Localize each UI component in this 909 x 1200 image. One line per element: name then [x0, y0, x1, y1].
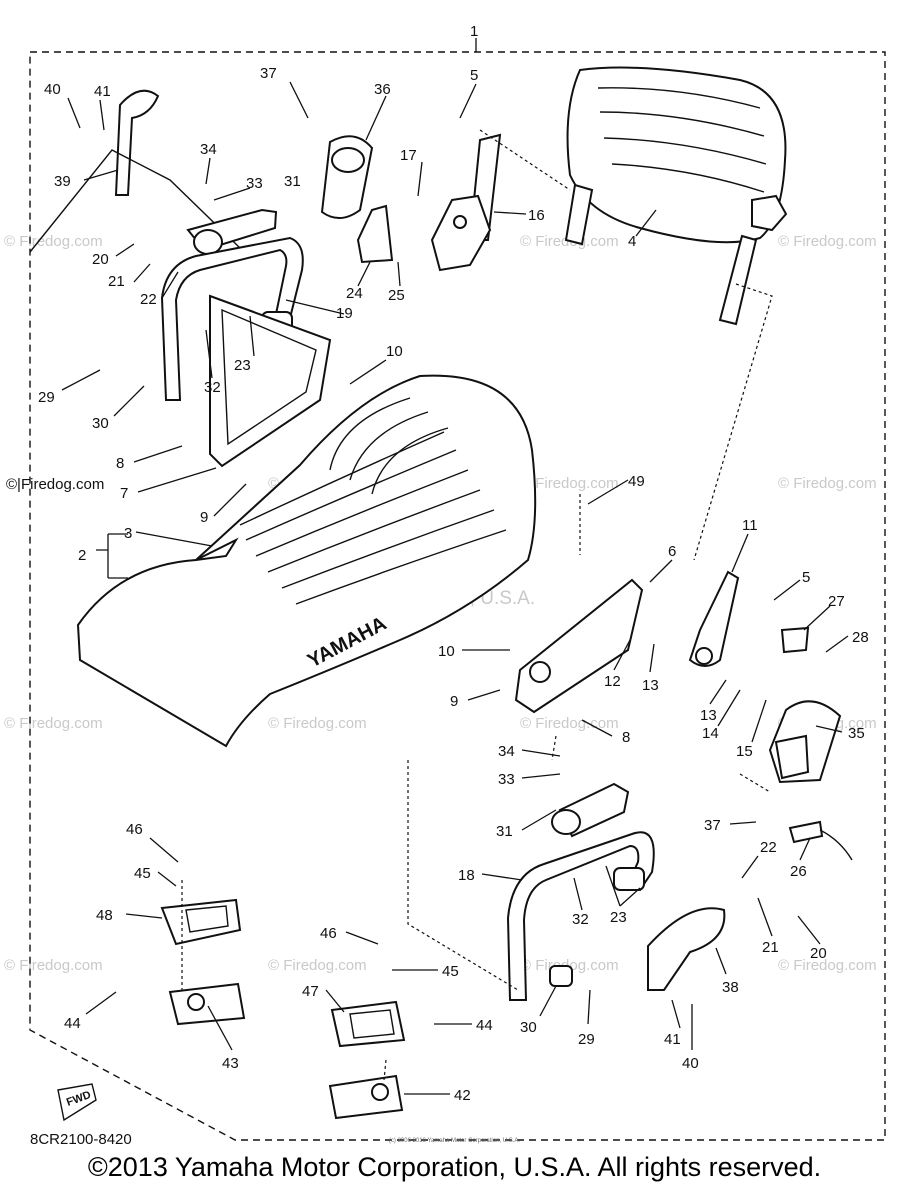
callout: 10: [438, 643, 455, 660]
callout: 15: [736, 743, 753, 760]
callout: 31: [284, 173, 301, 190]
callout: 41: [664, 1031, 681, 1048]
callout: 38: [722, 979, 739, 996]
watermark: © Firedog.com: [778, 233, 877, 250]
seat: YAMAHA: [76, 374, 537, 748]
callout: 34: [498, 743, 515, 760]
callout: 32: [572, 911, 589, 928]
callout: 26: [790, 863, 807, 880]
watermark: © Firedog.com: [520, 715, 619, 732]
connection-leaders: [181, 129, 773, 1081]
callout: 29: [578, 1031, 595, 1048]
callout: 35: [848, 725, 865, 742]
assembly-boundary: [29, 51, 886, 1141]
callout: 8: [116, 455, 124, 472]
callout: 13: [700, 707, 717, 724]
callout: 29: [38, 389, 55, 406]
watermark: © Firedog.com: [268, 715, 367, 732]
callout: 21: [762, 939, 779, 956]
callout: 10: [386, 343, 403, 360]
callout: 16: [528, 207, 545, 224]
callout: 37: [704, 817, 721, 834]
callout: 30: [92, 415, 109, 432]
watermark: © Firedog.com: [4, 715, 103, 732]
callout: 41: [94, 83, 111, 100]
callout: 24: [346, 285, 363, 302]
grip-assembly: [768, 626, 853, 861]
callout-1: 1: [470, 23, 478, 40]
callout: 18: [458, 867, 475, 884]
callout: 22: [140, 291, 157, 308]
callout: 46: [126, 821, 143, 838]
watermark: © Firedog.com: [520, 475, 619, 492]
callout-leaders: [61, 81, 849, 1095]
callout: 43: [222, 1055, 239, 1072]
callout: 3: [124, 525, 132, 542]
callout: 9: [200, 509, 208, 526]
callout: 34: [200, 141, 217, 158]
callout: 8: [622, 729, 630, 746]
callout: 19: [336, 305, 353, 322]
callout: 45: [442, 963, 459, 980]
side-bracket: [514, 570, 740, 714]
callout: 9: [450, 693, 458, 710]
callout: 23: [234, 357, 251, 374]
callout: 17: [400, 147, 417, 164]
callout: 5: [470, 67, 478, 84]
callout: 11: [742, 517, 758, 534]
watermark: © Firedog.com: [778, 957, 877, 974]
copyright-notice: ©2013 Yamaha Motor Corporation, U.S.A. A…: [87, 1152, 822, 1182]
callout: 13: [642, 677, 659, 694]
callout: 45: [134, 865, 151, 882]
callout: 2: [78, 547, 86, 564]
callout: 48: [96, 907, 113, 924]
callout: 39: [54, 173, 71, 190]
watermark: © Firedog.com: [778, 475, 877, 492]
callout: 44: [476, 1017, 493, 1034]
grab-rail-upper: [160, 208, 332, 468]
callout: 22: [760, 839, 777, 856]
fine-print: (c) 2006 2016 Yamaha Motor Corporation, …: [388, 1138, 521, 1144]
grab-rail-lower: [506, 782, 726, 1001]
callout: 49: [628, 473, 645, 490]
callout: 23: [610, 909, 627, 926]
callout: 7: [120, 485, 128, 502]
callout: 32: [204, 379, 221, 396]
callout: 4: [628, 233, 636, 250]
callout: 28: [852, 629, 869, 646]
watermark: ©|Firedog.com: [6, 476, 104, 493]
fwd-label: FWD: [65, 1089, 93, 1109]
callout: 46: [320, 925, 337, 942]
bracket-39: [29, 89, 241, 253]
callout: 20: [92, 251, 109, 268]
callout: 21: [108, 273, 125, 290]
callout: 12: [604, 673, 621, 690]
callout: 25: [388, 287, 405, 304]
callout: 33: [498, 771, 515, 788]
watermark: © Firedog.com: [4, 957, 103, 974]
callout: 5: [802, 569, 810, 586]
callout: 37: [260, 65, 277, 82]
callout: 31: [496, 823, 513, 840]
backrest-brackets: [320, 133, 502, 272]
callout-labels: 1 40 41 39 37 36 5 34 33 31 17 16 4 20 2…: [38, 23, 869, 1104]
watermark: © Firedog.com: [4, 233, 103, 250]
latch-covers: FWD: [57, 898, 406, 1122]
callout: 6: [668, 543, 676, 560]
callout: 36: [374, 81, 391, 98]
callout: 42: [454, 1087, 471, 1104]
watermark: © Firedog.com: [268, 957, 367, 974]
callout: 14: [702, 725, 719, 742]
callout: 20: [810, 945, 827, 962]
callout: 40: [682, 1055, 699, 1072]
callout: 47: [302, 983, 319, 1000]
model-code: 8CR2100-8420: [30, 1131, 132, 1148]
backrest-pad: [564, 66, 788, 326]
callout: 44: [64, 1015, 81, 1032]
callout: 40: [44, 81, 61, 98]
callout: 27: [828, 593, 845, 610]
callout: 33: [246, 175, 263, 192]
callout: 30: [520, 1019, 537, 1036]
